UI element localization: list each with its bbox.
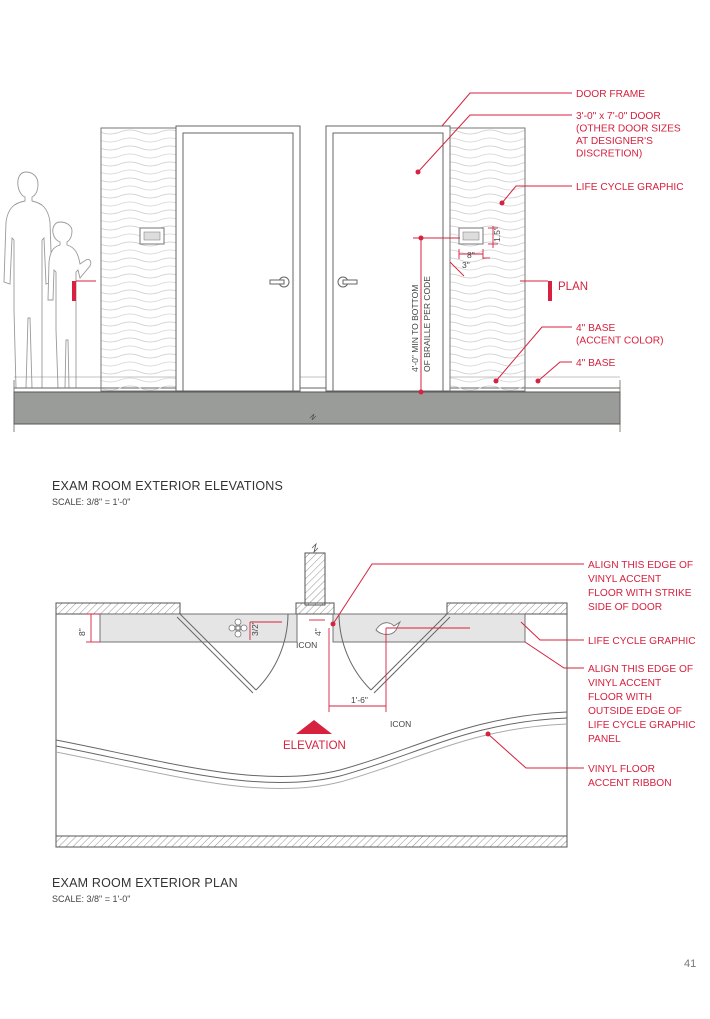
life-cycle-graphic-panel-left	[100, 127, 177, 392]
plan-depth-label: 8"	[77, 628, 87, 636]
lever-handle-right	[337, 276, 358, 288]
plan-scale: SCALE: 3/8" = 1'-0"	[52, 894, 131, 904]
plan-wall-right	[446, 602, 568, 615]
plan-far-wall	[55, 835, 568, 848]
plan-cut-marker-left	[72, 281, 76, 301]
callout-align-panel: ALIGN THIS EDGE OF VINYL ACCENT FLOOR WI…	[588, 664, 698, 745]
page-number: 41	[684, 958, 697, 970]
leader-dots	[415, 169, 541, 384]
elevation-marker-arrow	[296, 720, 332, 734]
callout-door-frame: DOOR FRAME	[576, 89, 645, 100]
plan-title: EXAM ROOM EXTERIOR PLAN	[52, 876, 238, 890]
callout-elevation-marker: ELEVATION	[283, 740, 346, 752]
door-left	[182, 132, 294, 392]
human-scale-figures	[3, 171, 92, 389]
icon-label-right: ICON	[390, 719, 411, 729]
sign-height-label: 1.5"	[492, 227, 502, 242]
elevation-scale: SCALE: 3/8" = 1'-0"	[52, 497, 131, 507]
sign-dimensions	[449, 226, 498, 277]
callout-life-cycle-graphic: LIFE CYCLE GRAPHIC	[576, 182, 684, 193]
lever-handle-left	[269, 276, 290, 288]
braille-height-dimension	[413, 235, 460, 395]
door-swing-left	[176, 613, 289, 694]
floor-slab-elevation	[13, 391, 621, 425]
vinyl-floor-accent-ribbon	[55, 711, 568, 790]
small-dim-a: 3/2"	[250, 621, 260, 636]
plan-leaders	[332, 563, 584, 769]
life-cycle-graphic-panel-right	[449, 127, 526, 392]
plan-wall-left	[55, 602, 181, 615]
callout-base-accent: 4" BASE (ACCENT COLOR)	[576, 323, 664, 347]
sign-offset-label: 3"	[462, 260, 470, 270]
sign-width-label: 8"	[467, 250, 475, 260]
callout-plan-life-cycle: LIFE CYCLE GRAPHIC	[588, 636, 696, 647]
callout-align-strike: ALIGN THIS EDGE OF VINYL ACCENT FLOOR WI…	[588, 560, 696, 613]
small-dim-b: 4"	[313, 628, 323, 636]
vinyl-accent-floor-left	[99, 613, 298, 643]
plan-dimensions	[86, 613, 470, 712]
icon-label-left: ICON	[296, 640, 317, 650]
plan-drawing: 8" 3/2" 4" ICON 1'-6" ICON ELEVATION	[55, 542, 698, 848]
door-right	[332, 132, 444, 392]
plan-wall-stub	[304, 552, 326, 606]
callout-door-size: 3'-0" x 7'-0" DOOR (OTHER DOOR SIZES AT …	[576, 111, 684, 160]
plan-cut-marker-right	[548, 281, 552, 301]
callout-plan-marker: PLAN	[558, 281, 588, 293]
callout-base: 4" BASE	[576, 358, 615, 369]
plan-leader-dots	[330, 621, 491, 737]
elevation-title: EXAM ROOM EXTERIOR ELEVATIONS	[52, 479, 284, 493]
flower-icon	[228, 618, 248, 638]
door-swing-right	[338, 613, 451, 694]
elevation-leaders	[417, 92, 572, 382]
icon-offset-label: 1'-6"	[351, 695, 368, 705]
elevation-drawing: 4'-0" MIN TO BOTTOM OF BRAILLE PER CODE …	[3, 89, 684, 432]
callout-ribbon: VINYL FLOOR ACCENT RIBBON	[588, 764, 672, 789]
braille-height-label: 4'-0" MIN TO BOTTOM	[410, 285, 420, 372]
braille-height-label-2: OF BRAILLE PER CODE	[422, 276, 432, 372]
